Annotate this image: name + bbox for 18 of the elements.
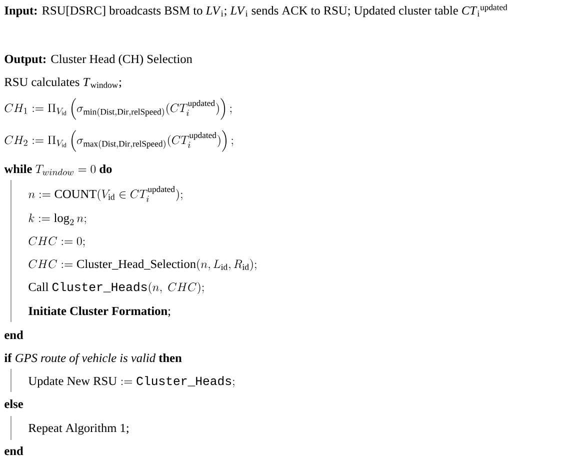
call-line: $\text{Call }\texttt{Cluster\_Heads}(n,\ CHC);$ (28, 282, 204, 294)
formula-line: $CH_2 := \Pi_{V_{\mathrm{id}}}\left(\sigma_{\max(\mathrm{Dist},\mathrm{Dir},\mathrm{relSpeed})}(CT_i^{\mathrm{updated}})\right);$ (4, 130, 233, 152)
output-line: Output: Cluster Head (CH) Selection (4, 54, 192, 66)
statement-line: RSU calculates T$_{window}$; (4, 77, 122, 88)
keyword: end (4, 446, 24, 456)
statement-line: Initiate Cluster Formation; (28, 306, 170, 317)
formula-line: $n := \mathrm{COUNT}(V_{\mathrm{id}} \in CT_i^{\mathrm{updated}});$ (28, 186, 182, 202)
input-line: Input: RSU[DSRC] broadcasts BSM to LV$_{i}$; LV$_{i}$ sends ACK to RSU; Updated cluster table CT$_{i}$updated (4, 4, 508, 18)
keyword: end (4, 330, 24, 340)
keyword: else (4, 399, 24, 408)
condition-line: if GPS route of vehicle is valid then (4, 353, 182, 365)
statement-line: Repeat Algorithm 1; (28, 423, 128, 435)
statement-line: $\text{Update New RSU} := \texttt{Cluster\_Heads};$ (28, 376, 234, 388)
formula-line: $CH_1 := \Pi_{V_{\mathrm{id}}}\left(\sigma_{\min(\mathrm{Dist},\mathrm{Dir},\mathrm{relSpeed})}(CT_i^{\mathrm{updated}})\right);$ (4, 98, 232, 120)
formula-line: $CHC := 0;$ (28, 236, 85, 248)
loop-header: $\textbf{while}\ T_{window} = 0\ \textbf{do}$ (4, 164, 112, 176)
formula-line: $k := \log_2 n;$ (28, 213, 86, 226)
formula-line: $CHC := \mathrm{Cluster\_Head\_Selection}(n, L_{\mathrm{id}}, R_{\mathrm{id}});$ (28, 259, 256, 271)
